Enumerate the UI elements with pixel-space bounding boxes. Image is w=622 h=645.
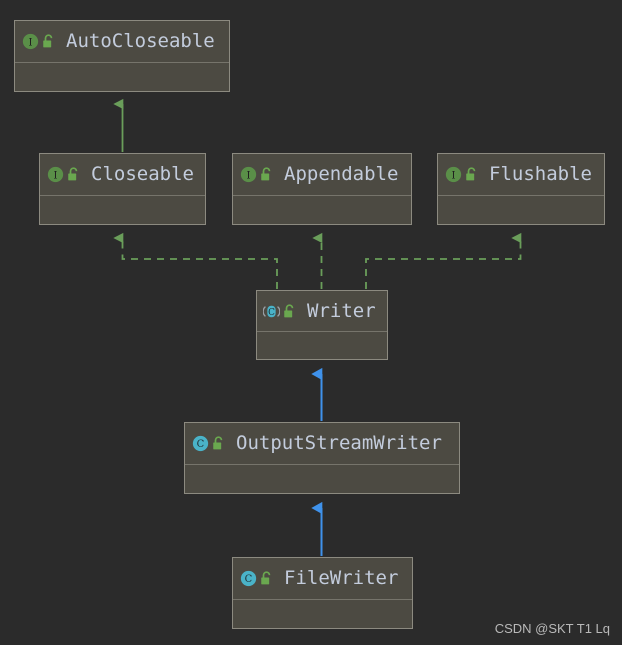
node-header: C OutputStreamWriter (185, 423, 459, 465)
icon-group: C (240, 570, 284, 587)
interface-icon: I (22, 33, 39, 50)
public-lock-icon (466, 167, 476, 181)
node-title: AutoCloseable (66, 30, 215, 52)
icon-group: C (263, 303, 307, 320)
watermark-text: CSDN @SKT T1 Lq (494, 621, 610, 636)
abstract-class-icon: C (263, 305, 280, 318)
class-icon: C (192, 435, 209, 452)
uml-node-auto-closeable[interactable]: I AutoCloseable (14, 20, 230, 92)
uml-node-file-writer[interactable]: C FileWriter (232, 557, 413, 629)
interface-icon: I (240, 166, 257, 183)
class-icon: C (240, 570, 257, 587)
node-body (185, 465, 459, 493)
node-body (40, 196, 205, 224)
icon-group: I (47, 166, 91, 183)
uml-node-output-stream-writer[interactable]: C OutputStreamWriter (184, 422, 460, 494)
node-body (233, 600, 412, 628)
node-header: I AutoCloseable (15, 21, 229, 63)
node-title: Appendable (284, 163, 399, 185)
node-body (15, 63, 229, 91)
edge-writer-implements-flushable (365, 232, 522, 289)
icon-group: C (192, 435, 236, 452)
svg-text:C: C (197, 439, 205, 450)
uml-node-flushable[interactable]: I Flushable (437, 153, 605, 225)
node-header: I Flushable (438, 154, 604, 196)
node-body (257, 332, 387, 359)
icon-group: I (445, 166, 489, 183)
node-header: I Closeable (40, 154, 205, 196)
svg-text:I: I (29, 37, 33, 48)
svg-text:C: C (268, 308, 275, 318)
svg-text:I: I (247, 170, 251, 181)
uml-node-writer[interactable]: C Writer (256, 290, 388, 360)
public-lock-icon (43, 34, 53, 48)
public-lock-icon (68, 167, 78, 181)
public-lock-icon (284, 303, 294, 317)
node-title: Closeable (91, 163, 194, 185)
node-body (438, 196, 604, 224)
svg-text:I: I (452, 170, 456, 181)
public-lock-icon (261, 571, 271, 585)
icon-group: I (22, 33, 66, 50)
public-lock-icon (213, 436, 223, 450)
node-title: OutputStreamWriter (236, 432, 442, 454)
uml-node-appendable[interactable]: I Appendable (232, 153, 412, 225)
interface-icon: I (47, 166, 64, 183)
icon-group: I (240, 166, 284, 183)
public-lock-icon (261, 167, 271, 181)
node-header: C Writer (257, 291, 387, 332)
node-header: I Appendable (233, 154, 411, 196)
node-title: Writer (307, 299, 376, 322)
edge-writer-implements-closeable (113, 232, 278, 289)
node-title: FileWriter (284, 567, 399, 589)
node-title: Flushable (489, 163, 592, 185)
interface-icon: I (445, 166, 462, 183)
svg-text:C: C (245, 574, 253, 585)
node-header: C FileWriter (233, 558, 412, 600)
node-body (233, 196, 411, 224)
svg-text:I: I (54, 170, 58, 181)
uml-node-closeable[interactable]: I Closeable (39, 153, 206, 225)
